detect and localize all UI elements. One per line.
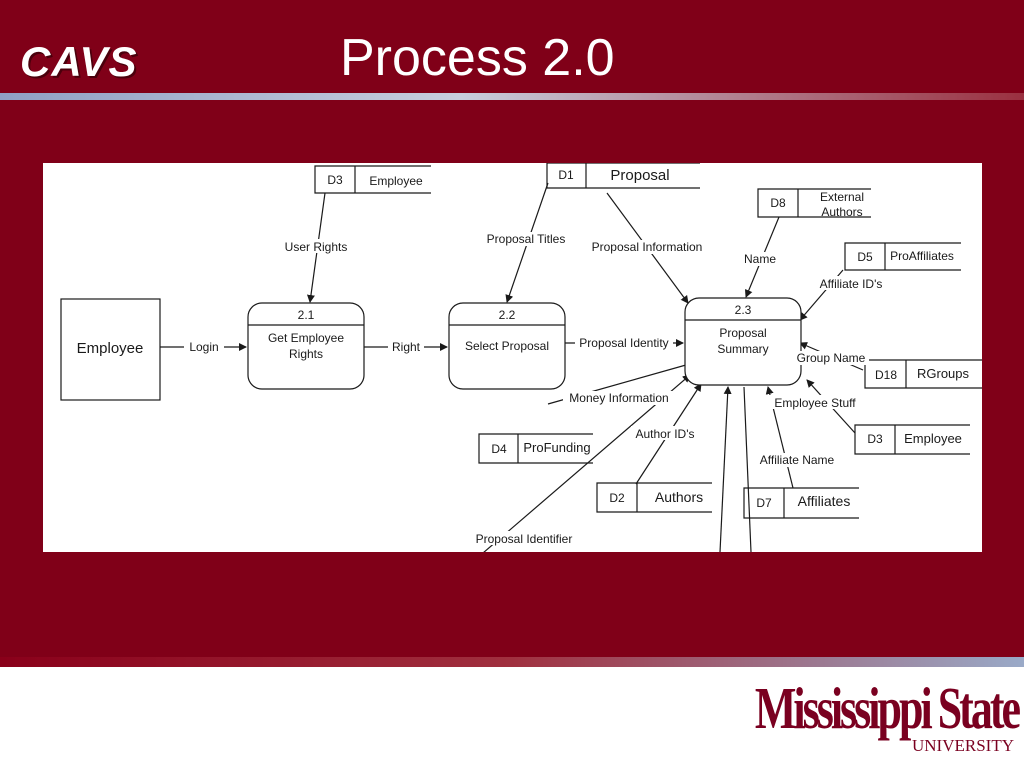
store-id: D18	[875, 368, 897, 382]
process-name-line1: Select Proposal	[465, 339, 549, 353]
flow-out-1	[719, 386, 732, 552]
store-d7-affiliates	[743, 487, 859, 519]
store-name: Employee	[904, 431, 962, 446]
university-logo-line1: Mississippi State	[754, 675, 1021, 742]
store-d8-external-authors	[757, 188, 871, 218]
store-name: Employee	[369, 174, 423, 188]
process-id: 2.2	[499, 308, 516, 322]
store-name: Proposal	[610, 167, 669, 184]
entity-employee: Employee	[60, 298, 161, 401]
store-d2-authors	[596, 482, 712, 513]
university-logo-line2: UNIVERSITY	[912, 736, 1014, 755]
process-name-line1: Get Employee	[268, 331, 344, 345]
store-id: D3	[327, 173, 343, 187]
store-name: ProAffiliates	[890, 249, 954, 263]
entity-label: Employee	[77, 340, 144, 357]
store-id: D5	[857, 250, 873, 264]
process-id: 2.1	[298, 308, 315, 322]
university-logo: Mississippi State UNIVERSITY	[755, 674, 1021, 762]
flow-label: Author ID's	[636, 427, 695, 441]
flow-label: User Rights	[285, 240, 348, 254]
store-d3-employee-top	[314, 165, 431, 194]
store-name-line1: External	[820, 190, 864, 204]
data-flow-diagram: Employee 2.1 Get Employee Rights 2.2 Sel…	[60, 163, 982, 552]
process-2-3: 2.3 Proposal Summary	[684, 297, 802, 386]
flow-label: Employee Stuff	[774, 396, 856, 410]
process-name-line1: Proposal	[719, 326, 766, 340]
slide-title: Process 2.0	[340, 29, 615, 87]
flow-out-2	[743, 386, 752, 552]
process-id: 2.3	[735, 303, 752, 317]
store-id: D3	[867, 432, 883, 446]
diagram-canvas: Employee 2.1 Get Employee Rights 2.2 Sel…	[43, 163, 982, 552]
store-id: D8	[770, 196, 786, 210]
flow-label: Affiliate ID's	[820, 277, 883, 291]
flow-label: Right	[392, 340, 421, 354]
store-id: D7	[756, 496, 772, 510]
flow-label: Proposal Information	[592, 240, 703, 254]
store-d3-employee-right	[854, 424, 970, 455]
flow-label: Money Information	[569, 391, 668, 405]
flow-label: Proposal Identity	[579, 336, 668, 350]
flow-label: Proposal Identifier	[476, 532, 573, 546]
cavs-logo: CAVS	[20, 38, 138, 85]
flow-label: Name	[744, 252, 776, 266]
process-2-2: 2.2 Select Proposal	[448, 302, 566, 390]
flow-label: Affiliate Name	[760, 453, 835, 467]
store-id: D1	[558, 168, 574, 182]
flow-label: Login	[189, 340, 218, 354]
store-d1-proposal	[546, 163, 700, 189]
process-name-line2: Summary	[717, 342, 768, 356]
flow-label: Proposal Titles	[487, 232, 566, 246]
store-d5-proaffiliates	[844, 242, 961, 271]
header-rule	[0, 93, 1024, 100]
store-name-line2: Authors	[821, 205, 862, 219]
store-d4-profunding	[478, 433, 593, 464]
flow-label: Group Name	[797, 351, 866, 365]
store-id: D4	[491, 442, 507, 456]
store-id: D2	[609, 491, 625, 505]
footer-rule	[0, 657, 1024, 667]
process-name-line2: Rights	[289, 347, 323, 361]
store-name: ProFunding	[523, 440, 590, 455]
store-name: RGroups	[917, 366, 970, 381]
process-2-1: 2.1 Get Employee Rights	[247, 302, 365, 390]
store-d18-rgroups	[864, 359, 982, 389]
store-name: Affiliates	[798, 493, 851, 509]
store-name: Authors	[655, 489, 703, 505]
